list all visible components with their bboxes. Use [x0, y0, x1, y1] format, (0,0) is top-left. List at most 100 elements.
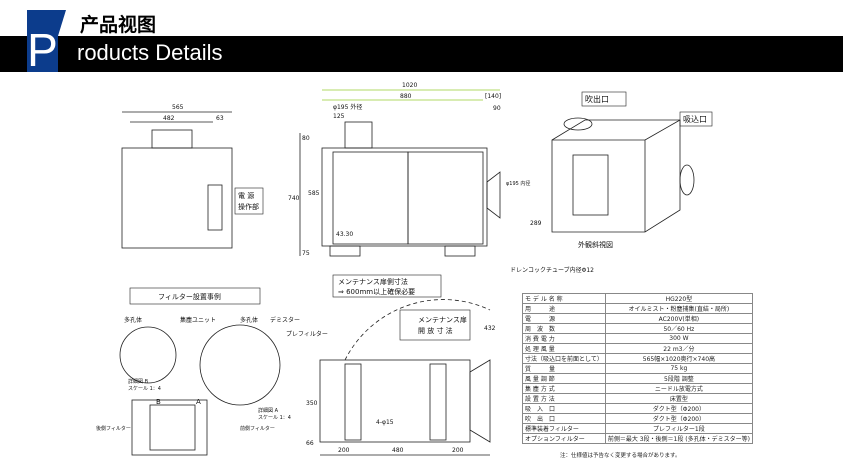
filter-example	[119, 287, 281, 456]
spec-label: 風 量 調 節	[522, 373, 606, 384]
label-scaleA: スケール 1：4	[258, 414, 291, 421]
dim-432: 432	[484, 325, 496, 332]
label-inlet: 吸込口	[683, 115, 707, 124]
spec-row: 寸法（吸込口を前面として）565幅×1020奥行×740高	[522, 353, 753, 364]
label-A: A	[196, 398, 201, 406]
label-maint-open2: 開 放 寸 法	[418, 326, 453, 335]
bottom-view	[319, 274, 491, 456]
spec-value: 565幅×1020奥行×740高	[604, 353, 753, 364]
spec-value: AC200V(単相)	[604, 313, 753, 324]
label-scaleB: スケール 1：4	[128, 385, 161, 392]
dim-140: [140]	[485, 93, 501, 100]
label-front-filter: 前側フィルター	[240, 425, 275, 432]
page-title-en: roducts Details	[77, 40, 223, 65]
label-demister: デミスター	[270, 316, 300, 324]
dim-66: 66	[306, 440, 314, 447]
spec-note: 注：仕様値は予告なく変更する場合があります。	[560, 453, 681, 459]
dim-350: 350	[306, 400, 318, 407]
dim-holes: 4-φ15	[376, 419, 394, 426]
spec-label: 集 塵 方 式	[522, 383, 606, 394]
header-bar	[0, 36, 843, 72]
perspective-view	[551, 91, 713, 233]
dim-80: 80	[302, 135, 310, 142]
spec-value: 75 kg	[604, 363, 753, 374]
spec-value: ニードル放電方式	[604, 383, 753, 394]
spec-value: 22 m3／分	[604, 343, 753, 354]
spec-row: オプションフィルター前側＝最大 3段・後側＝1段 (多孔体・デミスター等)	[522, 433, 753, 444]
label-panel: 操作部	[238, 202, 259, 211]
dim-482: 482	[163, 115, 175, 122]
dim-195-inner: φ195 内径	[506, 180, 530, 187]
spec-row: 集 塵 方 式ニードル放電方式	[522, 383, 753, 394]
label-rear-filter: 後側フィルター	[96, 425, 131, 432]
dim-200-right: 200	[452, 447, 464, 454]
label-detailA: 詳細図 A	[258, 407, 279, 414]
label-filter-example: フィルター設置事例	[158, 292, 221, 301]
spec-label: 質 量	[522, 363, 606, 374]
spec-row: 吸 入 口ダクト型（Φ200）	[522, 403, 753, 414]
label-porous1: 多孔体	[124, 316, 142, 324]
dim-195-outer: φ195 外径	[333, 103, 362, 111]
spec-value: ダクト型（Φ200）	[604, 403, 753, 414]
spec-label: 電 源	[522, 313, 606, 324]
spec-value: 50／60 Hz	[604, 323, 753, 334]
spec-value: 300 W	[604, 333, 753, 344]
dim-480: 480	[392, 447, 404, 454]
spec-label: オプションフィルター	[522, 433, 606, 444]
dim-75: 75	[302, 250, 310, 257]
label-outlet: 吹出口	[585, 94, 609, 104]
label-B: B	[156, 398, 161, 406]
spec-value: 5段階 調整	[604, 373, 753, 384]
label-maint1: メンテナンス扉側寸法	[338, 277, 408, 286]
dim-565: 565	[172, 104, 184, 111]
spec-label: 処 理 風 量	[522, 343, 606, 354]
page-title-cn: 产品视图	[80, 14, 157, 36]
dim-200-left: 200	[338, 447, 350, 454]
spec-label: 寸法（吸込口を前面として）	[522, 353, 606, 364]
spec-label: モ デ ル 名 称	[522, 293, 606, 304]
spec-row: 設 置 方 法床置型	[522, 393, 753, 404]
dim-740: 740	[288, 195, 300, 202]
spec-row: 標準装着フィルタープレフィルター1段	[522, 423, 753, 434]
spec-label: 用 途	[522, 303, 606, 314]
dim-1020: 1020	[402, 82, 417, 89]
spec-row: 吹 出 口ダクト型（Φ200）	[522, 413, 753, 424]
spec-label: 標準装着フィルター	[522, 423, 606, 434]
spec-label: 設 置 方 法	[522, 393, 606, 404]
dim-90: 90	[493, 105, 501, 112]
spec-label: 吸 入 口	[522, 403, 606, 414]
dim-63: 63	[216, 115, 224, 122]
header-wedge	[58, 10, 66, 36]
dim-4330: 43.30	[336, 231, 353, 238]
spec-label: 消 費 電 力	[522, 333, 606, 344]
spec-value: HG220型	[604, 293, 753, 304]
spec-row: 用 途オイルミスト・粉塵捕集(直結・局所)	[522, 303, 753, 314]
spec-label: 周 波 数	[522, 323, 606, 334]
dim-289: 289	[530, 220, 542, 227]
spec-value: 前側＝最大 3段・後側＝1段 (多孔体・デミスター等)	[604, 433, 753, 444]
label-porous2: 多孔体	[240, 316, 258, 324]
label-drain: ドレンコックチューブ内径Φ12	[510, 266, 594, 274]
spec-value: プレフィルター1段	[604, 423, 753, 434]
front-view	[121, 111, 264, 249]
spec-value: 床置型	[604, 393, 753, 404]
dim-585: 585	[308, 190, 320, 197]
label-maint2: ⇒ 600mm以上確保必要	[338, 287, 415, 296]
spec-value: ダクト型（Φ200）	[604, 413, 753, 424]
label-power: 電 源	[238, 191, 254, 200]
side-view	[299, 89, 501, 257]
label-prefilter: プレフィルター	[286, 330, 328, 338]
dim-880: 880	[400, 93, 412, 100]
spec-value: オイルミスト・粉塵捕集(直結・局所)	[604, 303, 753, 314]
label-maint-open1: メンテナンス扉	[418, 315, 467, 324]
label-collector: 集塵ユニット	[180, 316, 216, 324]
